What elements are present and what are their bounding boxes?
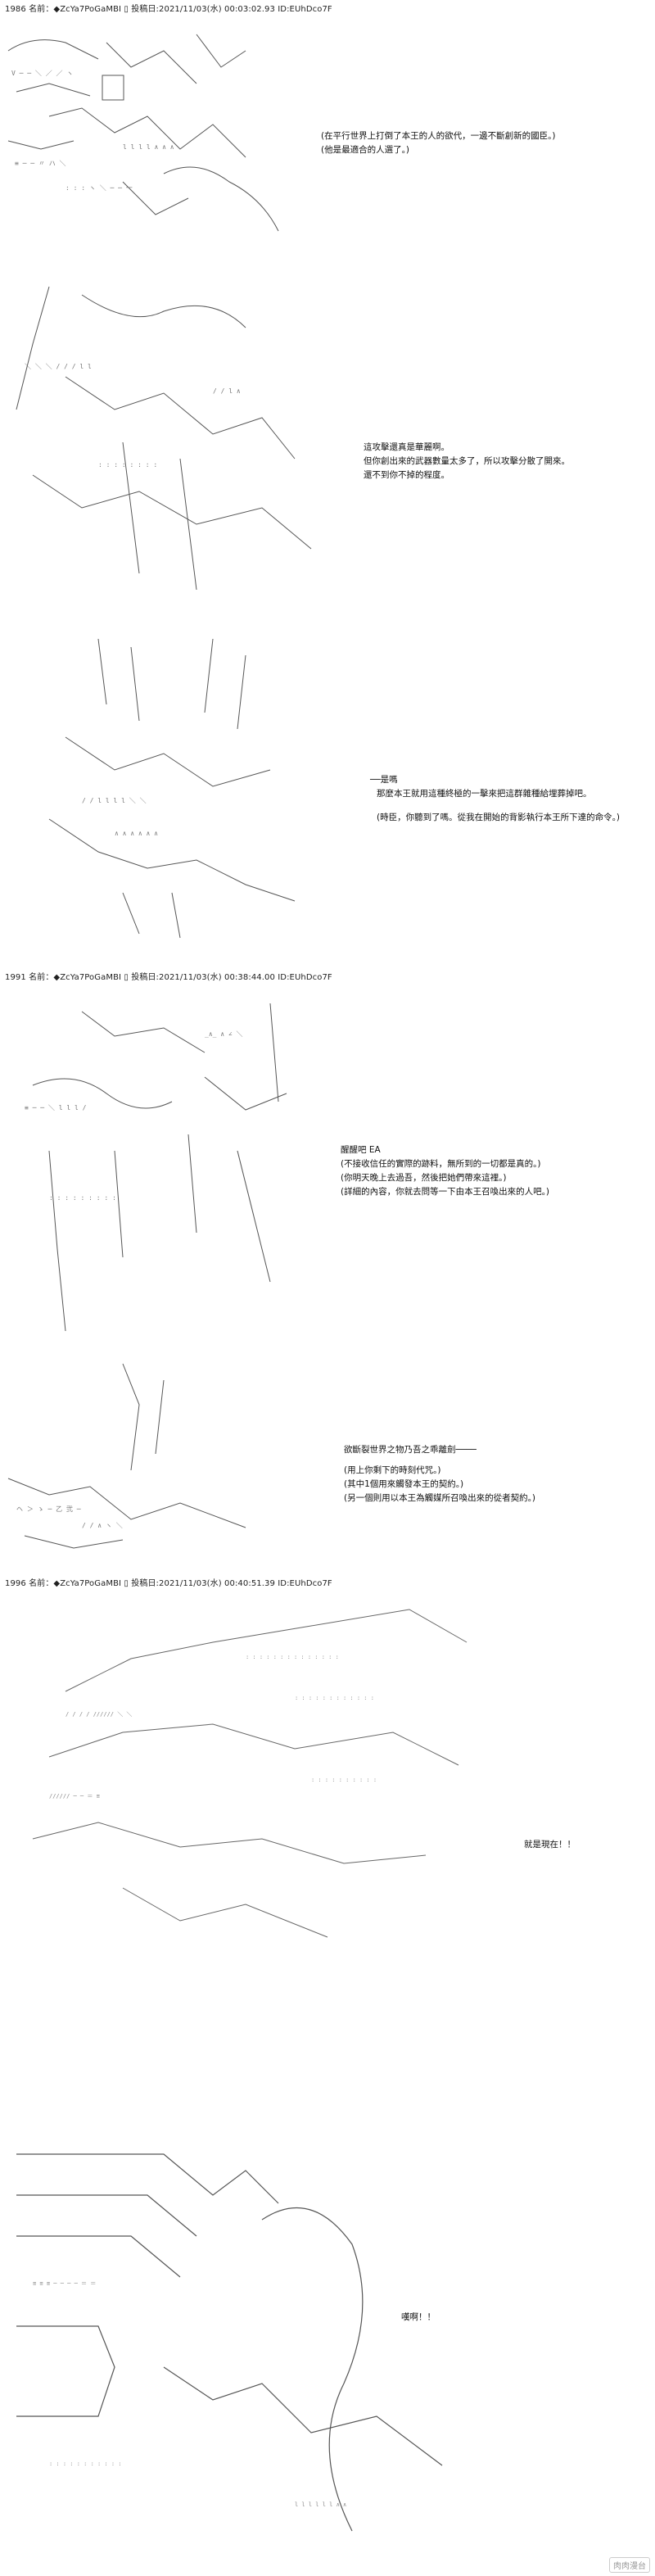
dialogue-block-2b: 欲斷裂世界之物乃吾之乖離劍──── (用上你剩下的時刻代咒。) (其中1個用來觸… — [344, 1443, 535, 1505]
dialogue-line: (其中1個用來觸發本王的契約。) — [344, 1479, 464, 1489]
post-header-2: 1991 名前：◆ZcYa7PoGaMBI ▯ 投稿日:2021/11/03(水… — [5, 973, 332, 982]
svg-text:≡ ≡ ≡ ─ ─ ─ ─ ＝ ＝: ≡ ≡ ≡ ─ ─ ─ ─ ＝ ＝ — [33, 2280, 96, 2287]
svg-text:: : : : : : : : :: : : : : : : : : : — [49, 1194, 116, 1202]
dialogue-block-1a: (在平行世界上打倒了本王的人的欲代，一邊不斷創新的國臣。) (他是最適合的人選了… — [321, 129, 555, 157]
svg-text:: : : : : : : : : : : : : :: : : : : : : : : : : : : : : — [246, 1654, 339, 1660]
svg-text:∧ ∧ ∧ ∧ ∧ ∧: ∧ ∧ ∧ ∧ ∧ ∧ — [115, 830, 158, 837]
svg-text:/ / l ∧: / / l ∧ — [213, 387, 241, 395]
ascii-art-1b: ＼ ＼ ＼ / / / l l : : : : : : : : / / l ∧ — [0, 278, 328, 594]
ascii-art-2b: ヘ ＞ ゝ ─ 乙 弐 ─ / / ∧ ヽ ＼ — [0, 1356, 311, 1560]
svg-text:/ / / / ////// ＼ ＼: / / / / ////// ＼ ＼ — [66, 1711, 132, 1718]
dialogue-line: 嘆啊！！ — [401, 2312, 436, 2322]
dialogue-block-1c: ──是嗎 那麼本王就用這種終極的一擊來把這群雜種給埋葬掉吧。 (時臣，你聽到了嗎… — [370, 773, 620, 825]
ascii-art-3b: ≡ ≡ ≡ ─ ─ ─ ─ ＝ ＝ : : : : : : : : : : : … — [0, 2121, 491, 2556]
svg-text:l l l l ∧ ∧ ∧: l l l l ∧ ∧ ∧ — [123, 143, 174, 151]
svg-text:/ / ∧ ヽ ＼: / / ∧ ヽ ＼ — [82, 1522, 123, 1529]
post-header-3: 1996 名前：◆ZcYa7PoGaMBI ▯ 投稿日:2021/11/03(水… — [5, 1579, 332, 1588]
dialogue-line: (不接收信任的實際的跡料，無所到的一切都是真的。) — [341, 1159, 541, 1169]
dialogue-line: 還不到你不掉的程度。 — [364, 470, 449, 480]
svg-text:＼ ＼ ＼ / / / l l: ＼ ＼ ＼ / / / l l — [25, 363, 92, 370]
dialogue-line: (用上你剩下的時刻代咒。) — [344, 1465, 441, 1475]
dialogue-line: (時臣，你聽到了嗎。從我在開始的背影執行本王所下達的命令。) — [377, 813, 620, 822]
dialogue-line: 就是現在！！ — [524, 1840, 576, 1849]
post-header-1: 1986 名前：◆ZcYa7PoGaMBI ▯ 投稿日:2021/11/03(水… — [5, 5, 332, 14]
dialogue-line: ──是嗎 — [370, 775, 398, 785]
dialogue-line: 但你創出來的武器數量太多了，所以攻擊分散了開來。 — [364, 456, 570, 466]
dialogue-line: 醒醒吧 EA — [341, 1145, 381, 1155]
ascii-art-1c: / / l l l l ＼ ＼ ∧ ∧ ∧ ∧ ∧ ∧ — [0, 622, 344, 946]
dialogue-block-2a: 醒醒吧 EA (不接收信任的實際的跡料，無所到的一切都是真的。) (你明天晚上去… — [341, 1143, 549, 1199]
svg-text:: : : : : : : : : :: : : : : : : : : : : — [311, 1777, 377, 1783]
svg-text:/ / l l l l ＼ ＼: / / l l l l ＼ ＼ — [82, 797, 147, 804]
dialogue-line: 欲斷裂世界之物乃吾之乖離劍──── — [344, 1445, 477, 1455]
svg-text:: : : ヽ ＼ ─ ─ 一: : : : ヽ ＼ ─ ─ 一 — [66, 184, 133, 192]
svg-text:≡ ─ ─ ＼ l l l /: ≡ ─ ─ ＼ l l l / — [25, 1104, 87, 1111]
dialogue-line: 那麼本王就用這種終極的一擊來把這群雜種給埋葬掉吧。 — [377, 789, 592, 799]
svg-text:≡ ─ ─ 〃 ハ ＼: ≡ ─ ─ 〃 ハ ＼ — [15, 160, 66, 167]
svg-text:////// ─ ─ ＝ ≡: ////// ─ ─ ＝ ≡ — [49, 1793, 100, 1800]
ascii-art-3a: : : : : : : : : : : : : : : : : : : : : … — [0, 1593, 491, 1958]
dialogue-block-3a: 就是現在！！ — [524, 1838, 576, 1852]
ascii-art-2a: ≡ ─ ─ ＼ l l l / _∧_ ∧ ∠ ＼ : : : : : : : … — [0, 987, 311, 1339]
svg-text:ヘ ＞ ゝ ─ 乙 弐 ─: ヘ ＞ ゝ ─ 乙 弐 ─ — [16, 1505, 81, 1513]
watermark: 肉肉漫台 — [609, 2557, 650, 2573]
svg-text:: : : : : : : : : : :: : : : : : : : : : : : — [49, 2461, 122, 2467]
dialogue-line: 這攻擊還真是華麗啊。 — [364, 442, 449, 452]
dialogue-block-1b: 這攻擊還真是華麗啊。 但你創出來的武器數量太多了，所以攻擊分散了開來。 還不到你… — [364, 441, 570, 482]
svg-text:: : : : : : : :: : : : : : : : : — [98, 461, 157, 469]
dialogue-block-3b: 嘆啊！！ — [401, 2311, 436, 2325]
svg-text:l l l l l l ∧ ∧: l l l l l l ∧ ∧ — [295, 2501, 346, 2508]
dialogue-line: (詳細的內容，你就去問等一下由本王召喚出來的人吧。) — [341, 1187, 549, 1197]
dialogue-line: (你明天晚上去過吾，然後把她們帶來這裡。) — [341, 1173, 507, 1183]
svg-text:V ─ ─ ＼ ／ ／ ヽ: V ─ ─ ＼ ／ ／ ヽ — [11, 70, 73, 77]
dialogue-line: (在平行世界上打倒了本王的人的欲代，一邊不斷創新的國臣。) — [321, 131, 556, 141]
dialogue-line: (另一個則用以本王為觸媒所召喚出來的從者契約。) — [344, 1493, 535, 1503]
ascii-art-1a: V ─ ─ ＼ ／ ／ ヽ ≡ ─ ─ 〃 ハ ＼ : : : ヽ ＼ ─ ─ … — [0, 18, 311, 235]
svg-text:_∧_ ∧ ∠ ＼: _∧_ ∧ ∠ ＼ — [205, 1030, 243, 1038]
dialogue-line: (他是最適合的人選了。) — [321, 145, 409, 155]
svg-text:: : : : : : : : : : : :: : : : : : : : : : : : : — [295, 1695, 374, 1701]
